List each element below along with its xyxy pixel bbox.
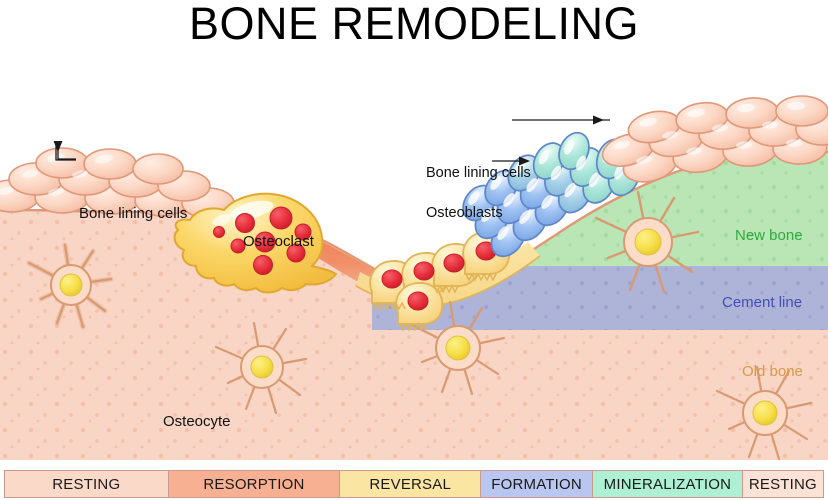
leader-lining-left-h [55,144,76,161]
phase-label: REVERSAL [369,475,452,493]
phase-label: RESORPTION [203,475,305,493]
phase-cell-reversal-2: REVERSAL [340,471,482,497]
leader-osteoblasts [492,156,530,166]
bone-lining-cells-right [601,95,828,183]
osteoclast-nuclei [213,206,312,275]
osteocyte [408,300,506,396]
phase-cell-resting-0: RESTING [5,471,169,497]
phase-label: RESTING [52,475,121,493]
page-title: BONE REMODELING [188,0,640,49]
phase-cell-resting-5: RESTING [742,471,823,497]
osteocyte [715,365,813,460]
phase-cell-resorption-1: RESORPTION [168,471,341,497]
osteocyte [594,190,700,294]
leader-lining-right [512,115,610,125]
leader-lining-left [53,141,76,160]
osteoclast [173,192,338,294]
osteocyte-group [26,190,813,460]
phase-label: MINERALIZATION [603,475,732,493]
phase-label: FORMATION [491,475,582,493]
leader-lines [55,144,76,161]
phase-cell-formation-3: FORMATION [481,471,594,497]
bone-lining-cells-left [0,147,235,219]
ruffled-border [371,272,497,332]
diagram-canvas: Bone lining cells Osteoclast Bone lining… [0,60,828,460]
phase-cell-mineralization-4: MINERALIZATION [593,471,743,497]
osteoblast-layer [462,131,641,258]
phase-label: RESTING [748,475,817,493]
osteocyte [214,321,308,415]
osteocyte [26,242,114,330]
remodeling-phase-bar: RESTING RESORPTION REVERSAL FORMATION MINERA… [4,470,824,498]
